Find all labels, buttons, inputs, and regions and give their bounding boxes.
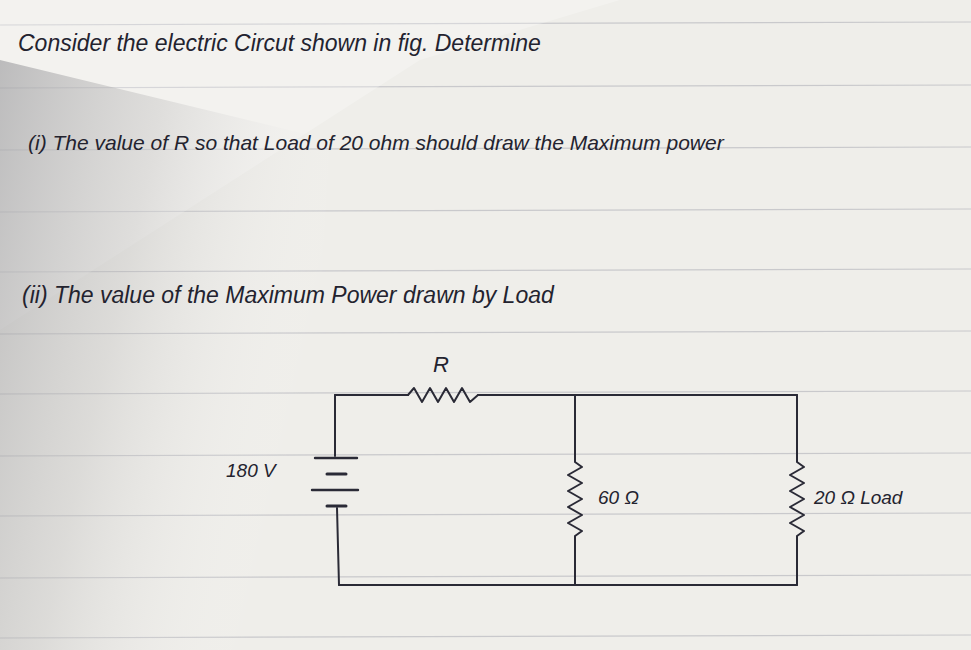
battery-plate: [315, 457, 357, 459]
wire: [339, 584, 797, 586]
load-label: 20 Ω Load: [814, 487, 902, 510]
wire: [337, 508, 339, 585]
resistance-label: 60 Ω: [598, 487, 639, 510]
battery-plate: [327, 473, 346, 476]
wire: [478, 394, 797, 396]
battery-plate: [327, 505, 346, 508]
resistor-symbol: [568, 395, 582, 585]
voltage-label: 180 V: [226, 460, 276, 483]
question-part: (i) The value of R so that Load of 20 oh…: [28, 112, 908, 174]
resistor-symbol: [790, 395, 804, 585]
question-text: Consider the electric Circut shown in fi…: [18, 30, 541, 58]
question-part: (ii) The value of the Maximum Power draw…: [22, 282, 554, 310]
wire: [335, 394, 408, 396]
battery-plate: [312, 489, 358, 491]
wire: [334, 395, 336, 456]
component-label: R: [433, 352, 449, 378]
resistor-symbol: [408, 388, 478, 402]
